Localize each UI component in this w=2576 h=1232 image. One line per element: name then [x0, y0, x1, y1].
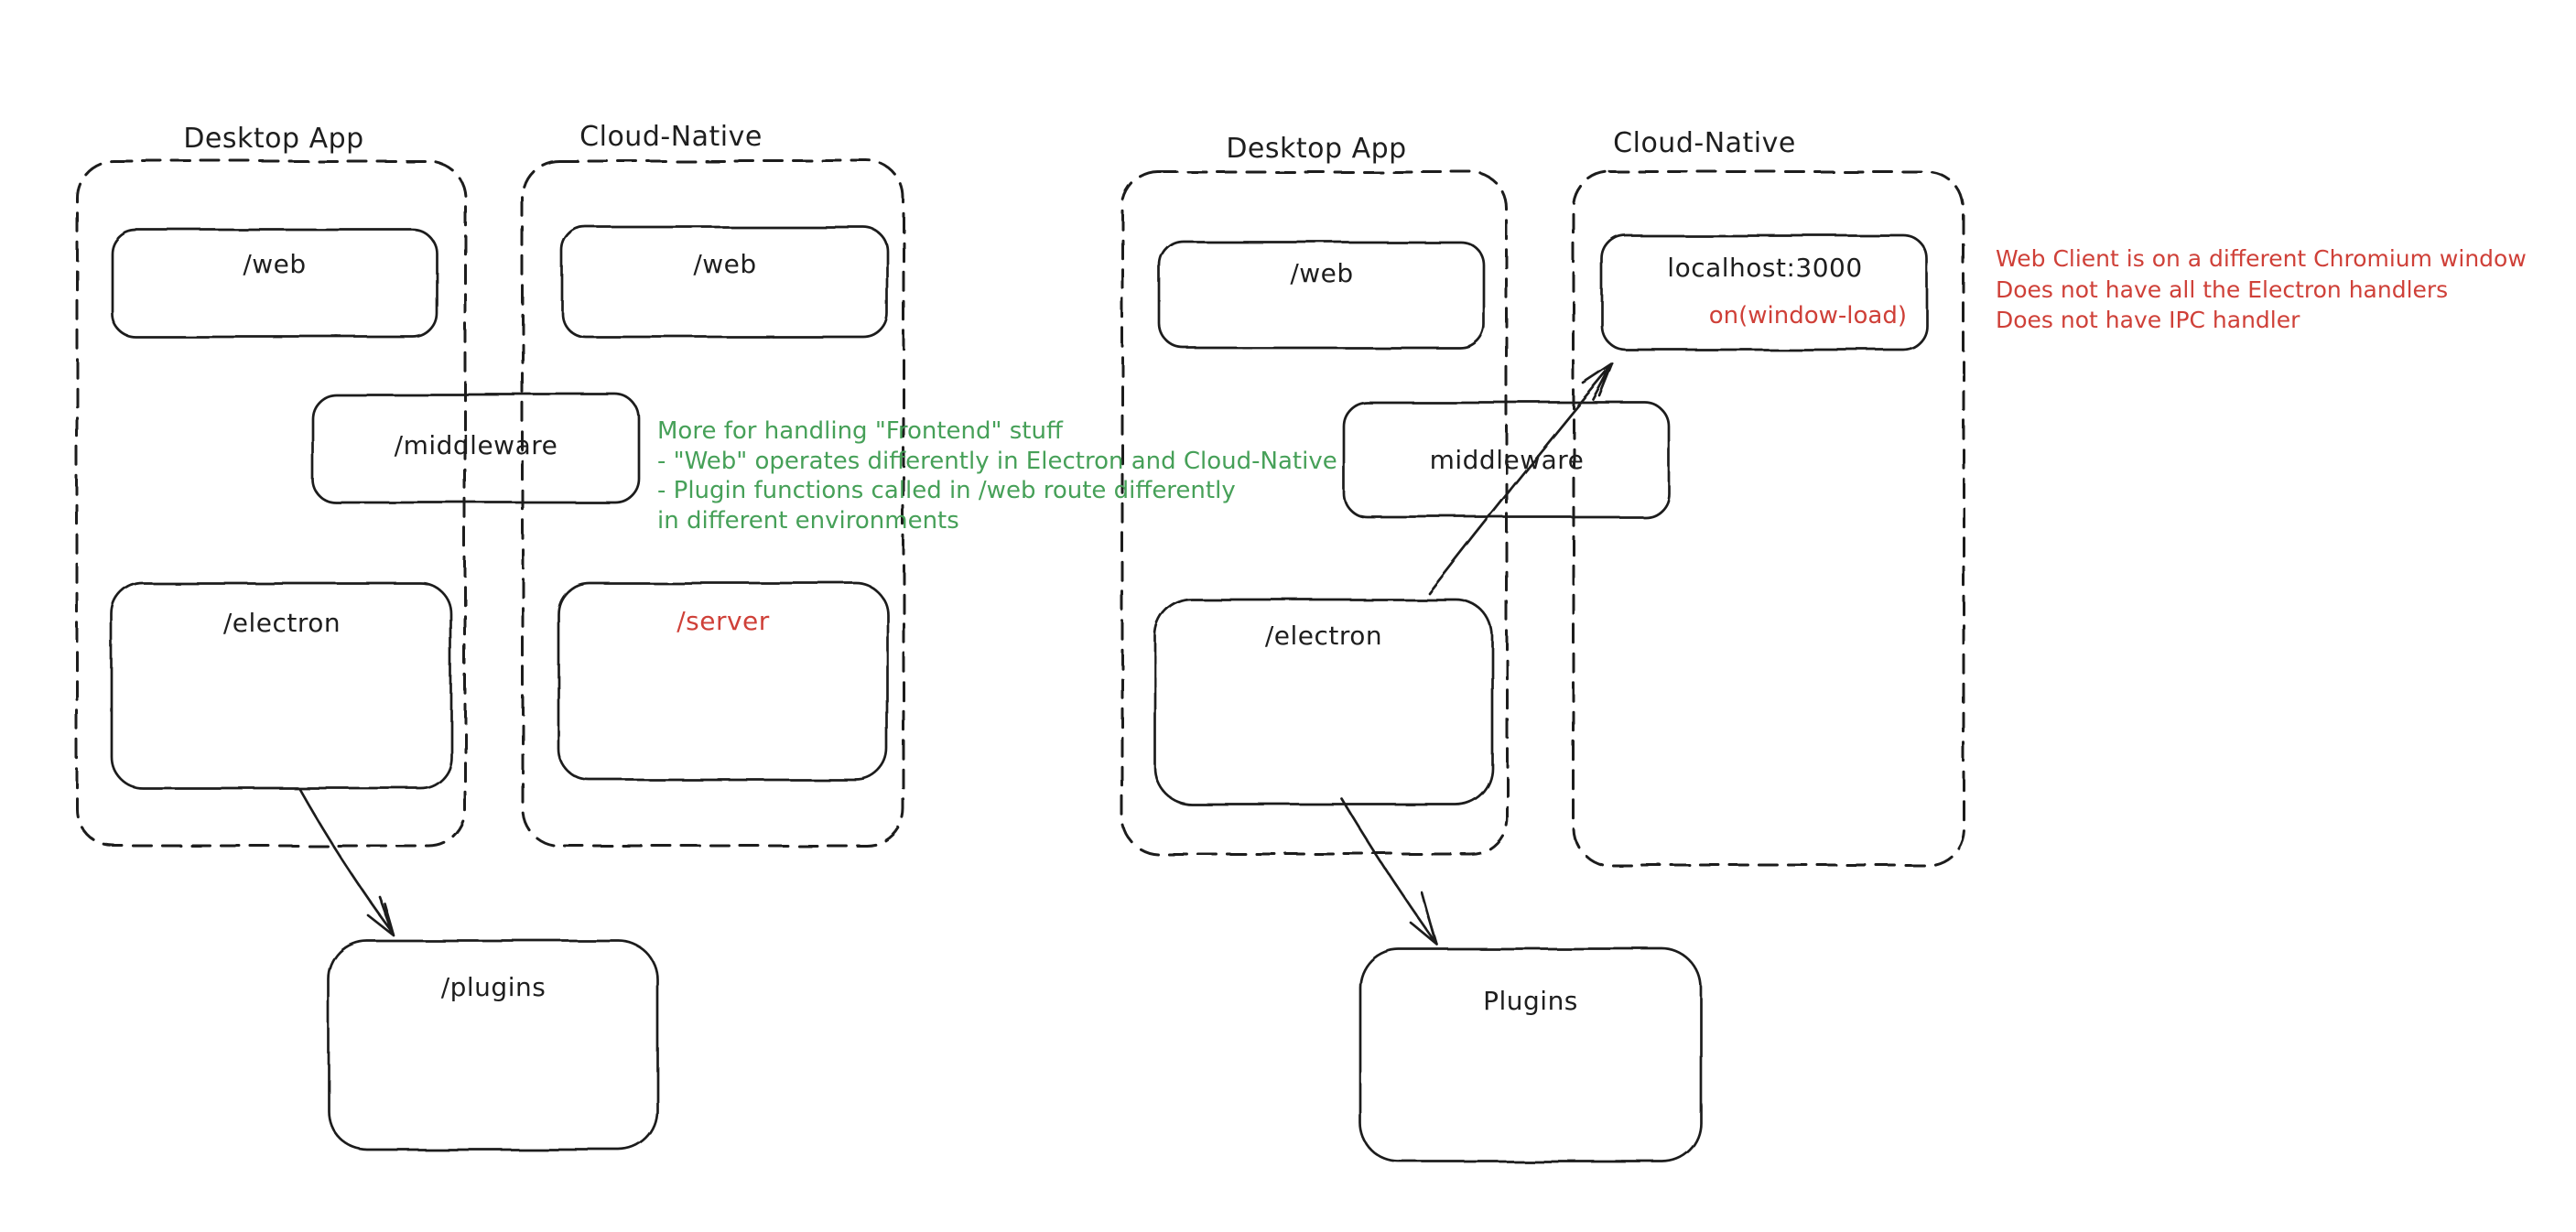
red-annotation-line: Web Client is on a different Chromium wi… [1996, 245, 2527, 272]
right-desktop-app-container [1120, 170, 1509, 856]
green-annotation: More for handling "Frontend" stuff - "We… [657, 416, 1337, 535]
right-middleware-box [1342, 401, 1671, 519]
right-cloud-native-container [1572, 170, 1965, 867]
green-annotation-line: - Plugin functions called in /web route … [657, 477, 1236, 504]
right-plugins-box [1358, 947, 1703, 1163]
left-middleware-label: /middleware [394, 430, 558, 460]
left-server-label: /server [676, 606, 770, 636]
right-web-label: /web [1290, 258, 1354, 288]
left-desktop-app-title: Desktop App [183, 123, 364, 155]
right-localhost-box [1600, 233, 1929, 351]
green-annotation-line: in different environments [657, 506, 959, 535]
left-electron-label: /electron [222, 608, 341, 638]
left-plugins-label: /plugins [440, 972, 547, 1002]
right-electron-label: /electron [1264, 621, 1383, 651]
right-on-window-load-label: on(window-load) [1708, 302, 1907, 330]
right-electron-box [1153, 598, 1494, 806]
left-electron-box [110, 581, 453, 790]
left-web-label: /web [243, 249, 307, 279]
left-plugins-box [327, 939, 659, 1151]
arrow-electron-to-plugins-right [1340, 797, 1439, 946]
right-web-box [1158, 240, 1486, 350]
red-annotation: Web Client is on a different Chromium wi… [1996, 243, 2527, 336]
green-annotation-line: More for handling "Frontend" stuff [657, 417, 1063, 445]
left-cloud-native-title: Cloud-Native [579, 121, 763, 153]
right-cloud-native-title: Cloud-Native [1613, 127, 1796, 159]
left-web-box [110, 228, 438, 339]
green-annotation-line: - "Web" operates differently in Electron… [657, 447, 1337, 475]
left-cloud-web-box [560, 225, 889, 339]
left-cloud-web-label: /web [693, 249, 757, 279]
left-middleware-box [310, 393, 641, 504]
red-annotation-line: Does not have all the Electron handlers [1996, 276, 2449, 303]
right-middleware-label: middleware [1429, 445, 1585, 475]
red-annotation-line: Does not have IPC handler [1996, 307, 2300, 333]
left-server-box [557, 581, 889, 782]
right-localhost-label: localhost:3000 [1667, 253, 1863, 283]
arrow-electron-to-localhost-right [1427, 362, 1615, 595]
arrow-electron-to-plugins-left [298, 787, 395, 937]
right-desktop-app-title: Desktop App [1226, 133, 1407, 165]
right-plugins-label: Plugins [1483, 986, 1578, 1016]
